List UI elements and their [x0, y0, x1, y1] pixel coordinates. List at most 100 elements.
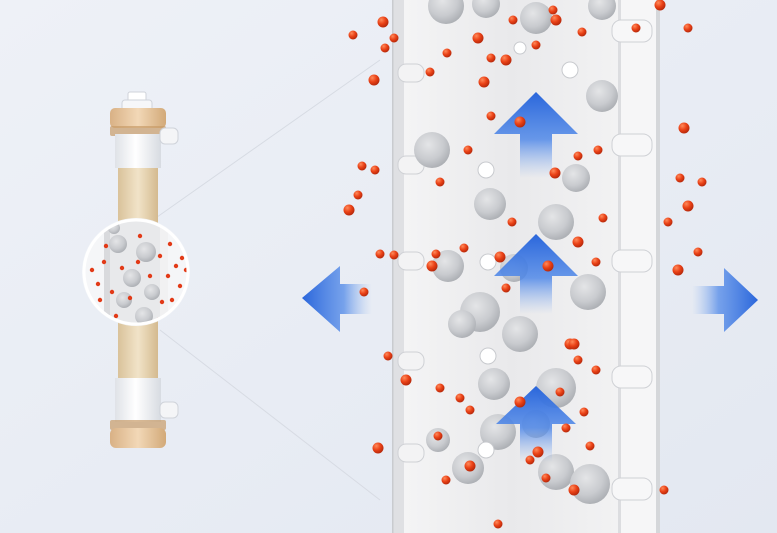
contaminant-particle — [486, 53, 496, 63]
membrane-cross-section — [392, 0, 660, 533]
contaminant-particle — [659, 485, 669, 495]
contaminant-particle — [508, 15, 518, 25]
contaminant-particle — [572, 236, 584, 248]
flow-arrow-up-icon — [494, 234, 578, 314]
contaminant-particle — [343, 204, 355, 216]
contaminant-particle — [683, 23, 693, 33]
contaminant-particle — [375, 249, 385, 259]
contaminant-particle — [389, 250, 399, 260]
contaminant-particle — [348, 30, 358, 40]
contaminant-particle — [549, 167, 561, 179]
contaminant-particle — [383, 351, 393, 361]
contaminant-particle — [577, 27, 587, 37]
contaminant-particle — [548, 5, 558, 15]
contaminant-particle — [593, 145, 603, 155]
contaminant-particle — [357, 161, 367, 171]
contaminant-particle — [591, 365, 601, 375]
contaminant-particle — [550, 14, 562, 26]
contaminant-particle — [425, 67, 435, 77]
contaminant-particle — [442, 48, 452, 58]
contaminant-particle — [441, 475, 451, 485]
contaminant-particle — [663, 217, 673, 227]
contaminant-particle — [573, 151, 583, 161]
contaminant-particle — [631, 23, 641, 33]
lens-particle — [169, 297, 175, 303]
contaminant-particle — [672, 264, 684, 276]
lens-particle — [113, 313, 119, 319]
lens-particle — [103, 243, 109, 249]
contaminant-particle — [532, 446, 544, 458]
contaminant-particle — [561, 423, 571, 433]
lens-particle — [127, 295, 133, 301]
lens-pore — [123, 269, 141, 287]
membrane-pore — [472, 0, 500, 18]
contaminant-particle — [555, 387, 565, 397]
membrane-pore — [479, 253, 497, 271]
contaminant-particle — [455, 393, 465, 403]
lens-particle — [109, 289, 115, 295]
contaminant-particle — [514, 396, 526, 408]
membrane-pore — [414, 132, 450, 168]
contaminant-particle — [463, 145, 473, 155]
contaminant-particle — [486, 111, 496, 121]
contaminant-particle — [598, 213, 608, 223]
contaminant-particle — [585, 441, 595, 451]
contaminant-particle — [678, 122, 690, 134]
lens-particle — [97, 297, 103, 303]
lens-pore — [109, 235, 127, 253]
side-channels-right — [611, 19, 653, 501]
contaminant-particle — [435, 383, 445, 393]
contaminant-particle — [372, 442, 384, 454]
contaminant-particle — [542, 260, 554, 272]
membrane-pore — [586, 80, 618, 112]
lens-particle — [147, 273, 153, 279]
zoom-guide-lines — [149, 59, 381, 501]
contaminant-particle — [697, 177, 707, 187]
membrane-pore — [570, 274, 606, 310]
contaminant-particle — [426, 260, 438, 272]
contaminant-particle — [494, 251, 506, 263]
contaminant-particle — [568, 484, 580, 496]
contaminant-particle — [493, 519, 503, 529]
contaminant-particle — [464, 460, 476, 472]
contaminant-particle — [359, 287, 369, 297]
lens-particle — [101, 259, 107, 265]
lens-particle — [167, 241, 173, 247]
contaminant-particle — [568, 338, 580, 350]
contaminant-particle — [675, 173, 685, 183]
contaminant-particles — [343, 0, 707, 529]
membrane-pore — [477, 161, 495, 179]
contaminant-particle — [368, 74, 380, 86]
lens-particle — [173, 263, 179, 269]
contaminant-particle — [501, 283, 511, 293]
lens-particle — [179, 255, 185, 261]
contaminant-particle — [682, 200, 694, 212]
contaminant-particle — [435, 177, 445, 187]
contaminant-particle — [472, 32, 484, 44]
membrane-pore — [502, 316, 538, 352]
contaminant-particle — [573, 355, 583, 365]
lens-pore — [144, 284, 160, 300]
lens-pore — [116, 292, 132, 308]
membrane-pore — [478, 368, 510, 400]
lens-particle — [89, 267, 95, 273]
lens-pore — [136, 242, 156, 262]
membrane-pore — [538, 204, 574, 240]
lens-particle — [177, 283, 183, 289]
contaminant-particle — [525, 455, 535, 465]
membrane-pore — [562, 164, 590, 192]
lens-particle — [119, 265, 125, 271]
lens-particle — [165, 273, 171, 279]
membrane-pore — [561, 61, 579, 79]
contaminant-particle — [478, 76, 490, 88]
membrane-pore — [588, 0, 616, 20]
flow-arrow-left-icon — [302, 266, 372, 332]
contaminant-particle — [353, 190, 363, 200]
lens-particle — [137, 233, 143, 239]
membrane-pore — [479, 347, 497, 365]
contaminant-particle — [370, 165, 380, 175]
membrane-pore — [477, 441, 495, 459]
contaminant-particle — [514, 116, 526, 128]
